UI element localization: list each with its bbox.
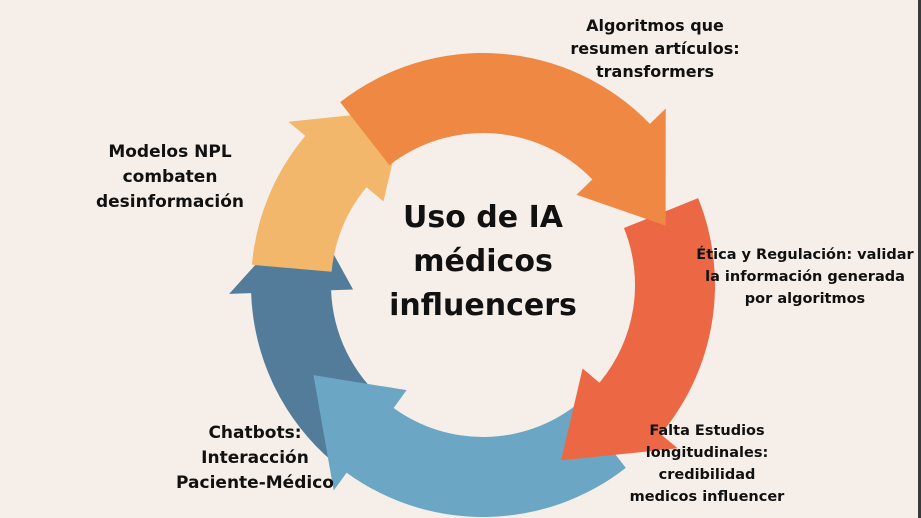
label-chatbots: Chatbots: Interacción Paciente-Médico [160, 421, 350, 496]
label-algoritmos: Algoritmos que resumen artículos: transf… [560, 14, 750, 83]
center-title-line: influencers [389, 288, 577, 323]
label-line: por algoritmos [744, 291, 866, 307]
label-line: Interacción [201, 448, 309, 468]
label-line: longitudinales: [645, 445, 769, 461]
label-line: Falta Estudios [649, 423, 765, 439]
label-line: Modelos NPL [108, 142, 232, 162]
center-title-line: Uso de IA [403, 200, 563, 235]
arrow-etica [561, 198, 715, 461]
label-etica: Ética y Regulación: validar la informaci… [690, 244, 920, 310]
label-line: medicos influencer [629, 489, 785, 505]
label-line: Ética y Regulación: validar [696, 247, 914, 263]
label-line: credibilidad [658, 467, 756, 483]
right-border [918, 0, 921, 518]
center-title: Uso de IA médicos influencers [353, 196, 613, 328]
label-line: transformers [595, 62, 715, 81]
label-line: Paciente-Médico [176, 473, 334, 493]
label-line: desinformación [95, 192, 245, 212]
label-line: la información generada [705, 269, 905, 285]
arrow-falta [313, 375, 626, 517]
label-line: Chatbots: [208, 423, 302, 443]
label-modelos: Modelos NPL combaten desinformación [80, 140, 260, 215]
label-falta: Falta Estudios longitudinales: credibili… [622, 420, 792, 508]
label-line: combaten [122, 167, 218, 187]
label-line: Algoritmos que [586, 16, 724, 35]
arrow-modelos [251, 109, 405, 272]
label-line: resumen artículos: [570, 39, 740, 58]
center-title-line: médicos [413, 244, 553, 279]
arrow-algoritmos [340, 52, 666, 226]
